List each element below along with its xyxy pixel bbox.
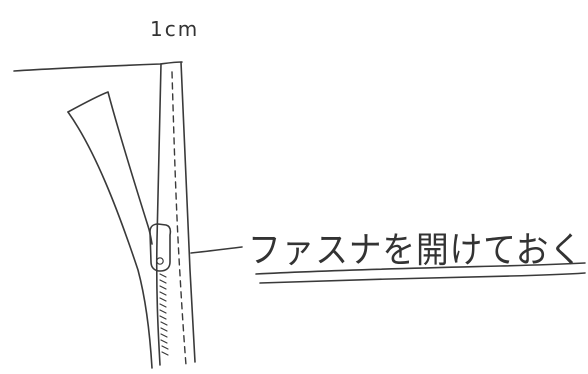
measure-label: 1cm (150, 17, 199, 41)
zipper-tape-right-edge (180, 61, 196, 363)
zipper-tape-left-edge (155, 63, 162, 366)
open-flap-inner (67, 111, 153, 369)
fabric-edge-line (13, 61, 183, 72)
callout-leader-line (190, 246, 243, 254)
open-flap-outer (67, 91, 153, 245)
callout-label: ファスナを開けておく (248, 230, 583, 271)
zipper-slider (149, 223, 172, 272)
callout-underline-1 (255, 262, 586, 275)
callout-underline-2 (259, 272, 586, 284)
zipper-teeth (159, 273, 169, 356)
slider-pull-hole (156, 257, 164, 265)
